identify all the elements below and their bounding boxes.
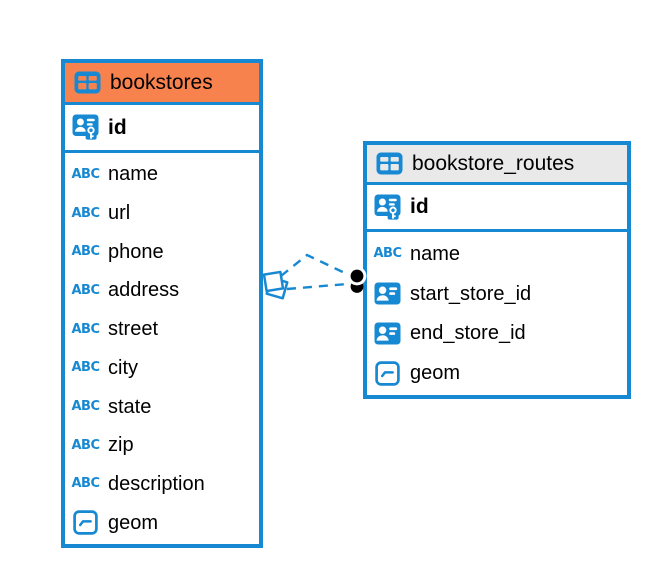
geometry-type-icon xyxy=(71,509,100,536)
text-type-icon: ABC xyxy=(71,360,100,376)
table-header-bookstores[interactable]: bookstores xyxy=(65,63,259,105)
column-list: ABC name start_store_id end_store_id ge xyxy=(367,232,627,395)
column-row-city[interactable]: ABC city xyxy=(65,349,259,388)
column-name: name xyxy=(108,163,159,186)
column-row-phone[interactable]: ABC phone xyxy=(65,232,259,271)
text-type-icon: ABC xyxy=(71,437,100,453)
table-node-bookstore-routes[interactable]: bookstore_routes id ABC name start_store… xyxy=(363,141,631,399)
column-name: start_store_id xyxy=(410,282,532,305)
primary-key-icon xyxy=(71,114,100,141)
column-row-address[interactable]: ABC address xyxy=(65,271,259,310)
column-name: city xyxy=(108,356,138,379)
column-name: id xyxy=(410,195,429,218)
column-name: description xyxy=(108,472,205,495)
column-name: name xyxy=(410,242,461,265)
column-row-state[interactable]: ABC state xyxy=(65,387,259,426)
column-name: id xyxy=(108,115,127,139)
column-row-street[interactable]: ABC street xyxy=(65,310,259,349)
table-header-bookstore-routes[interactable]: bookstore_routes xyxy=(367,145,627,185)
text-type-icon: ABC xyxy=(71,244,100,260)
column-row-name[interactable]: ABC name xyxy=(367,234,627,274)
table-node-bookstores[interactable]: bookstores id ABC name ABC url ABC phone… xyxy=(61,59,263,548)
table-icon xyxy=(375,150,404,177)
text-type-icon: ABC xyxy=(71,282,100,298)
geometry-type-icon xyxy=(373,360,402,387)
relationship-line[interactable] xyxy=(280,253,350,277)
table-title: bookstore_routes xyxy=(412,152,575,175)
reference-type-icon xyxy=(373,320,402,347)
primary-key-icon xyxy=(373,194,402,221)
column-row-geom[interactable]: geom xyxy=(367,353,627,393)
reference-type-icon xyxy=(373,280,402,307)
column-row-id[interactable]: id xyxy=(367,185,627,232)
text-type-icon: ABC xyxy=(71,476,100,492)
column-name: geom xyxy=(410,362,461,385)
text-type-icon: ABC xyxy=(71,205,100,221)
column-name: state xyxy=(108,395,152,418)
column-name: zip xyxy=(108,434,134,457)
column-name: address xyxy=(108,279,180,302)
text-type-icon: ABC xyxy=(71,399,100,415)
column-list: ABC name ABC url ABC phone ABC address A… xyxy=(65,153,259,544)
column-row-end-store-id[interactable]: end_store_id xyxy=(367,314,627,354)
text-type-icon: ABC xyxy=(373,246,402,262)
column-row-zip[interactable]: ABC zip xyxy=(65,426,259,465)
text-type-icon: ABC xyxy=(71,321,100,337)
column-name: street xyxy=(108,318,159,341)
column-row-id[interactable]: id xyxy=(65,105,259,153)
column-row-description[interactable]: ABC description xyxy=(65,465,259,504)
relationship-line[interactable] xyxy=(286,282,348,291)
column-row-url[interactable]: ABC url xyxy=(65,194,259,233)
column-row-name[interactable]: ABC name xyxy=(65,155,259,194)
column-row-geom[interactable]: geom xyxy=(65,503,259,542)
column-name: end_store_id xyxy=(410,322,526,345)
column-row-start-store-id[interactable]: start_store_id xyxy=(367,274,627,314)
table-icon xyxy=(73,69,102,96)
table-title: bookstores xyxy=(110,71,213,94)
text-type-icon: ABC xyxy=(71,166,100,182)
column-name: phone xyxy=(108,240,164,263)
relationship-source-marker[interactable] xyxy=(262,270,289,300)
column-name: geom xyxy=(108,511,159,534)
column-name: url xyxy=(108,202,131,225)
